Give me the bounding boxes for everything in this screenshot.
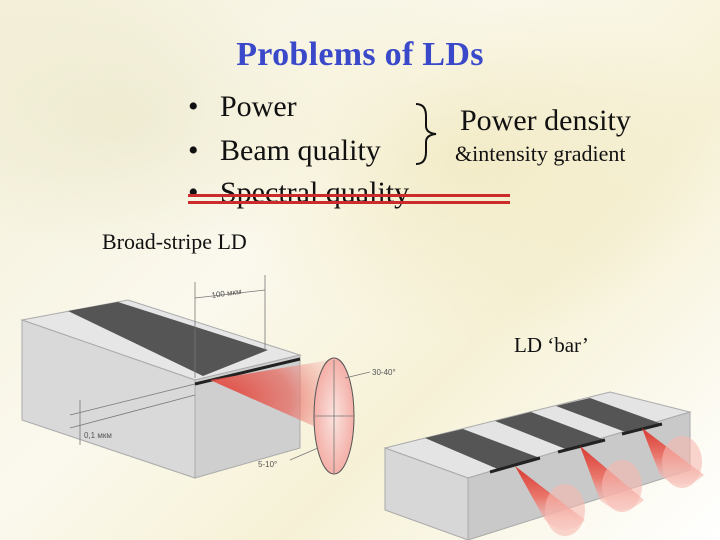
- stripe-width-label: 100 мкм: [211, 287, 242, 300]
- strikethrough-line: [188, 194, 510, 197]
- bullet-text: Power: [220, 90, 297, 123]
- power-density-label: Power density: [460, 104, 631, 137]
- bar-beam-3: [642, 428, 704, 488]
- bar-emitter-stripe: [556, 398, 662, 433]
- bullet-text: Beam quality: [220, 134, 381, 167]
- strikethrough-line: [188, 201, 510, 204]
- grouping-brace: [415, 103, 437, 165]
- bullet-glyph: •: [188, 176, 199, 209]
- slow-axis-angle-label: 5-10°: [258, 460, 277, 469]
- ld-bar-chip: [383, 391, 692, 540]
- bullet-power: • Power: [188, 90, 297, 124]
- active-stripe: [68, 302, 268, 376]
- emitted-beam: [210, 360, 345, 440]
- broad-stripe-label: Broad-stripe LD: [102, 229, 247, 254]
- intensity-gradient-label: &intensity gradient: [455, 141, 626, 166]
- thickness-label: 0,1 мкм: [84, 431, 112, 440]
- bullet-glyph: •: [188, 134, 199, 167]
- bullet-beam-quality: • Beam quality: [188, 134, 381, 168]
- bar-emitter-stripe: [425, 429, 540, 470]
- bar-emitter-stripe: [495, 412, 605, 450]
- fast-axis-angle-label: 30-40°: [372, 368, 396, 377]
- bullet-glyph: •: [188, 90, 199, 123]
- bar-beam-1: [515, 466, 585, 536]
- slide-title: Problems of LDs: [236, 36, 484, 73]
- ld-bar-label: LD ‘bar’: [514, 333, 589, 357]
- bar-beam-2: [580, 446, 644, 512]
